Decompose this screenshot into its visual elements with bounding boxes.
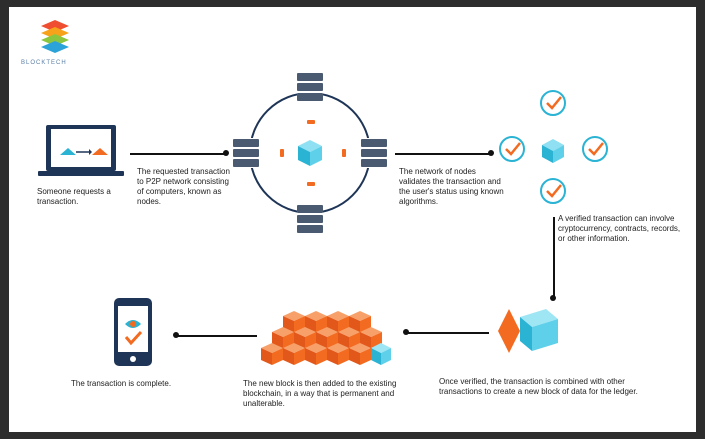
step-7-text: The transaction is complete. <box>71 379 172 388</box>
phone-icon <box>114 298 152 366</box>
connector-line-4 <box>407 332 489 334</box>
server-icon <box>361 138 387 168</box>
diagram-panel: BLOCKTECH Someone requests a transaction… <box>9 7 696 432</box>
connector-dot-3 <box>550 295 556 301</box>
checkmark-icon <box>499 136 525 162</box>
server-icon <box>297 204 323 234</box>
connector-dot-5 <box>173 332 179 338</box>
step-4-text: A verified transaction can involve crypt… <box>558 214 681 243</box>
step-2-text: The requested transaction to P2P network… <box>137 167 230 206</box>
checkmark-icon <box>582 136 608 162</box>
step-3-text: The network of nodes validates the trans… <box>399 167 504 206</box>
cube-icon <box>298 140 322 166</box>
cube-icon <box>542 139 564 163</box>
checkmark-icon <box>540 90 566 116</box>
connector-dot-1 <box>223 150 229 156</box>
new-block-icon <box>498 309 558 353</box>
step-1-text: Someone requests a transaction. <box>37 187 111 206</box>
connector-line-1 <box>130 153 224 155</box>
laptop-icon <box>38 125 124 176</box>
logo-icon <box>41 20 69 53</box>
server-icon <box>297 72 323 102</box>
connector-dot-4 <box>403 329 409 335</box>
checkmark-icon <box>540 178 566 204</box>
connector-line-5 <box>177 335 257 337</box>
blockchain-icon <box>261 311 391 365</box>
server-icon <box>233 138 259 168</box>
connector-line-3 <box>553 217 555 297</box>
step-6-text: The new block is then added to the exist… <box>243 379 397 408</box>
step-5-text: Once verified, the transaction is combin… <box>439 377 638 396</box>
p2p-network-diagram <box>233 72 387 234</box>
connector-line-2 <box>395 153 489 155</box>
logo-wordmark: BLOCKTECH <box>21 60 67 66</box>
connector-dot-2 <box>488 150 494 156</box>
validation-cluster <box>499 90 608 204</box>
